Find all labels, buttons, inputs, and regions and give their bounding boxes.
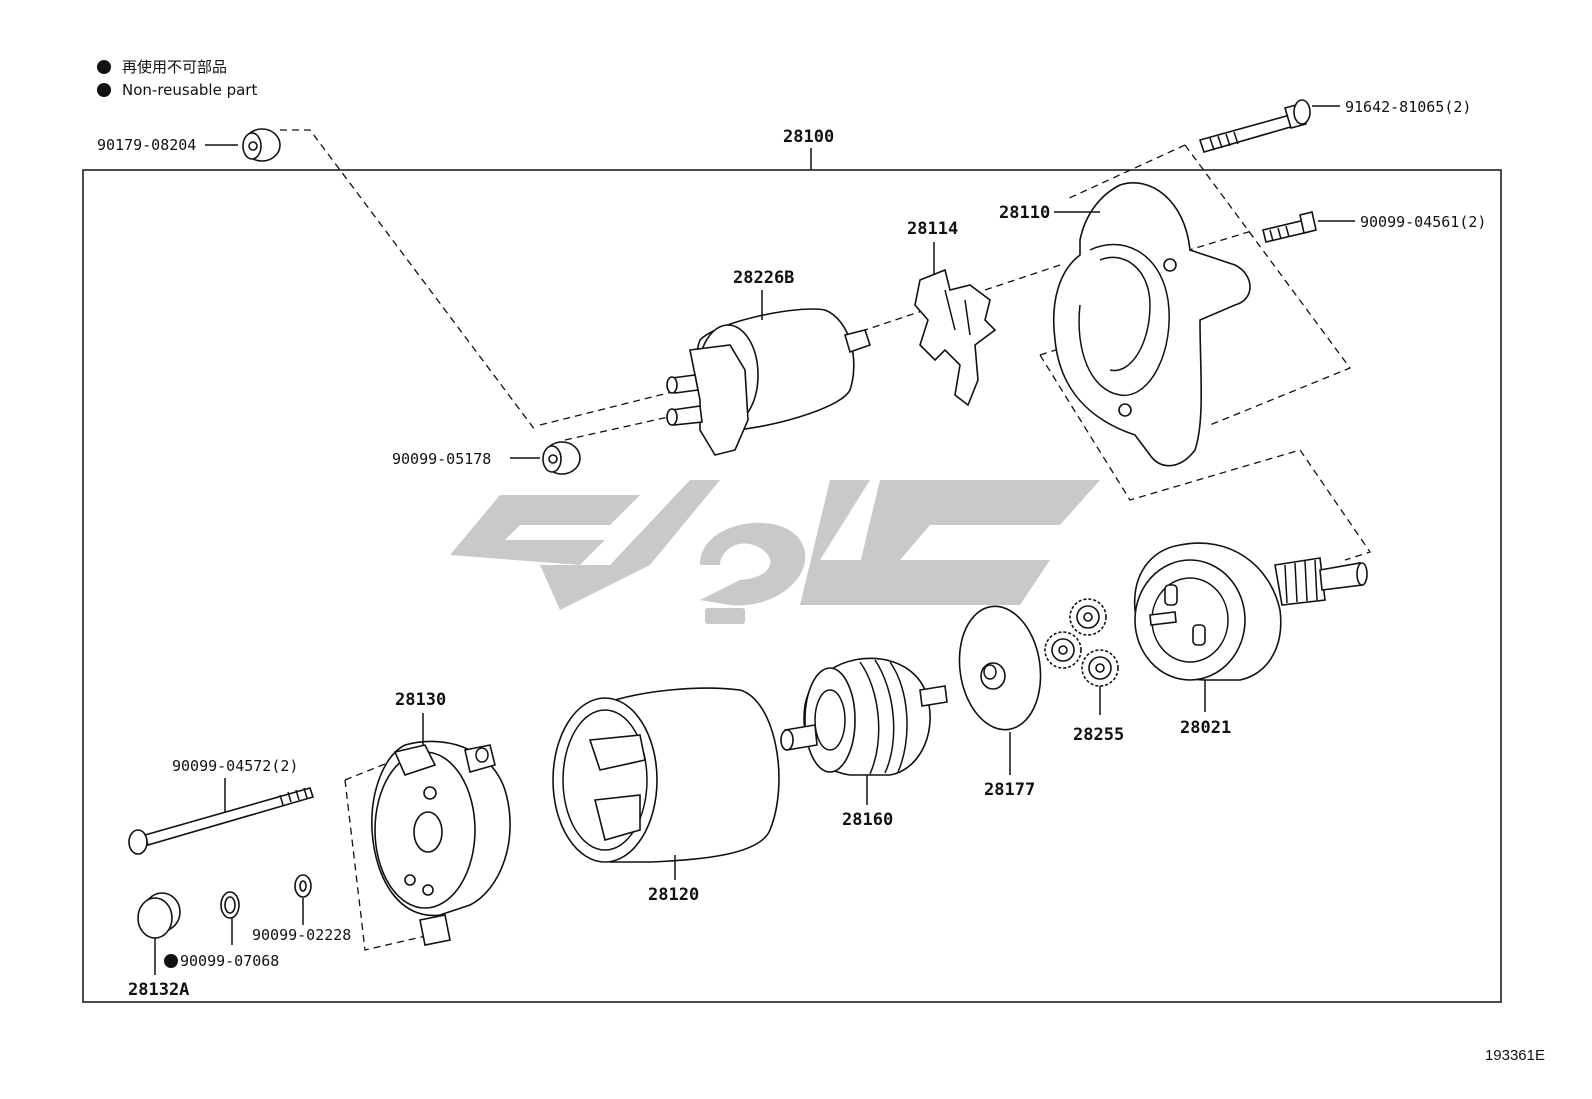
part-28255[interactable]: 28255: [1044, 598, 1124, 745]
legend-en: Non-reusable part: [122, 81, 257, 99]
part-90099-04561[interactable]: 90099-04561(2): [1262, 211, 1486, 243]
part-90099-04572[interactable]: 90099-04572(2): [128, 757, 315, 855]
part-28021[interactable]: 28021: [1133, 542, 1368, 738]
label-28114[interactable]: 28114: [907, 219, 958, 239]
watermark-logo: [450, 480, 1100, 624]
label-28130[interactable]: 28130: [395, 690, 446, 710]
part-90179-08204[interactable]: 90179-08204: [97, 128, 281, 162]
legend: 再使用不可部品 Non-reusable part: [97, 58, 257, 99]
illustration-id: 193361E: [1485, 1047, 1545, 1064]
label-28120[interactable]: 28120: [648, 885, 699, 905]
non-reusable-dot-icon: [164, 954, 178, 968]
label-90099-02228[interactable]: 90099-02228: [252, 926, 351, 944]
label-91642-81065[interactable]: 91642-81065(2): [1345, 98, 1471, 116]
label-90099-05178[interactable]: 90099-05178: [392, 450, 491, 468]
label-28100[interactable]: 28100: [783, 127, 834, 147]
non-reusable-dot-icon: [97, 60, 111, 74]
part-28130[interactable]: 28130: [371, 690, 511, 946]
part-28132A[interactable]: 28132A: [128, 892, 189, 1000]
label-28226B[interactable]: 28226B: [733, 268, 794, 288]
assembly-frame: [82, 169, 1502, 1003]
label-90099-07068[interactable]: 90099-07068: [180, 952, 279, 970]
part-28114[interactable]: 28114: [907, 219, 997, 407]
part-90099-05178[interactable]: 90099-05178: [392, 441, 581, 475]
part-28120[interactable]: 28120: [552, 687, 780, 905]
part-28177[interactable]: 28177: [952, 601, 1048, 800]
part-28160[interactable]: 28160: [780, 657, 948, 830]
part-28226B[interactable]: 28226B: [666, 268, 872, 456]
part-91642-81065[interactable]: 91642-81065(2): [1198, 98, 1471, 153]
label-90099-04572[interactable]: 90099-04572(2): [172, 757, 298, 775]
label-28132A[interactable]: 28132A: [128, 980, 189, 1000]
label-90179-08204[interactable]: 90179-08204: [97, 136, 196, 154]
part-90099-02228[interactable]: 90099-02228: [252, 874, 351, 944]
label-28021[interactable]: 28021: [1180, 718, 1231, 738]
part-28110[interactable]: 28110: [999, 182, 1251, 467]
label-28255[interactable]: 28255: [1073, 725, 1124, 745]
part-90099-07068[interactable]: 90099-07068: [164, 891, 279, 970]
label-28110[interactable]: 28110: [999, 203, 1050, 223]
legend-ja: 再使用不可部品: [122, 58, 227, 76]
label-28177[interactable]: 28177: [984, 780, 1035, 800]
label-28160[interactable]: 28160: [842, 810, 893, 830]
non-reusable-dot-icon: [97, 83, 111, 97]
label-90099-04561[interactable]: 90099-04561(2): [1360, 213, 1486, 231]
